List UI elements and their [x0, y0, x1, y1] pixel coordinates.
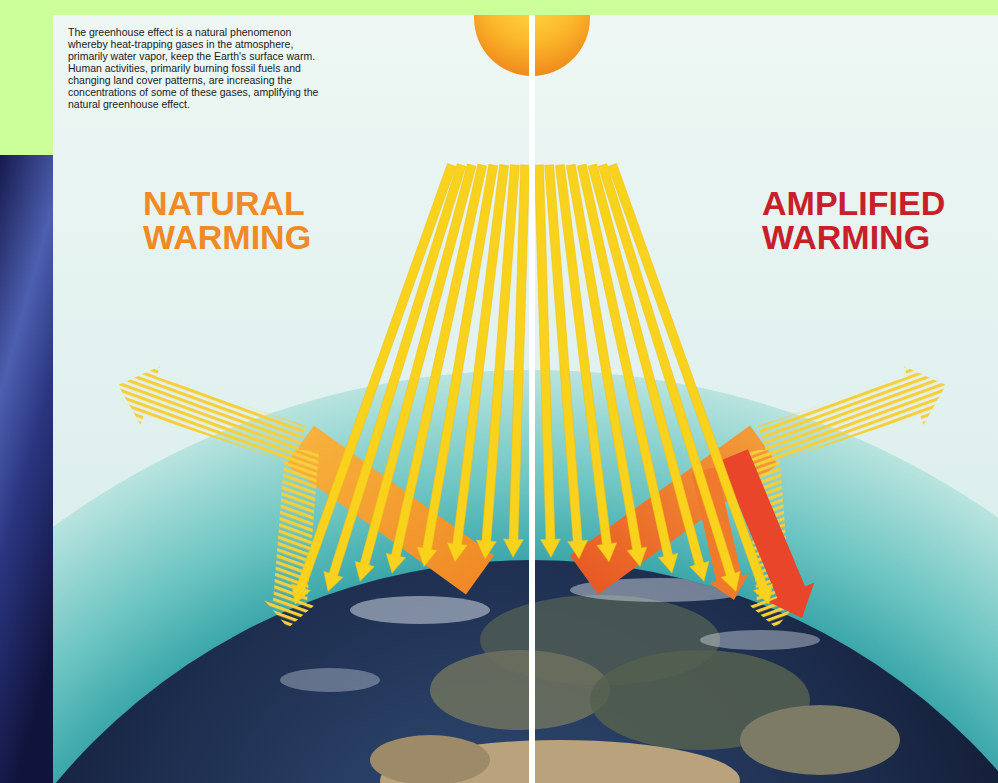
back-radiation-arrow: [264, 449, 319, 628]
solar-ray: [504, 165, 530, 557]
section-heading: AMPLIFIED WARMING: [762, 186, 977, 254]
description-text: The greenhouse effect is a natural pheno…: [68, 26, 330, 110]
section-heading: NATURAL WARMING: [143, 186, 333, 254]
solar-ray: [598, 164, 740, 592]
escaping-arrow: [758, 366, 946, 464]
solar-ray: [324, 164, 466, 592]
solar-ray: [534, 165, 560, 557]
escaping-arrow: [118, 366, 306, 464]
